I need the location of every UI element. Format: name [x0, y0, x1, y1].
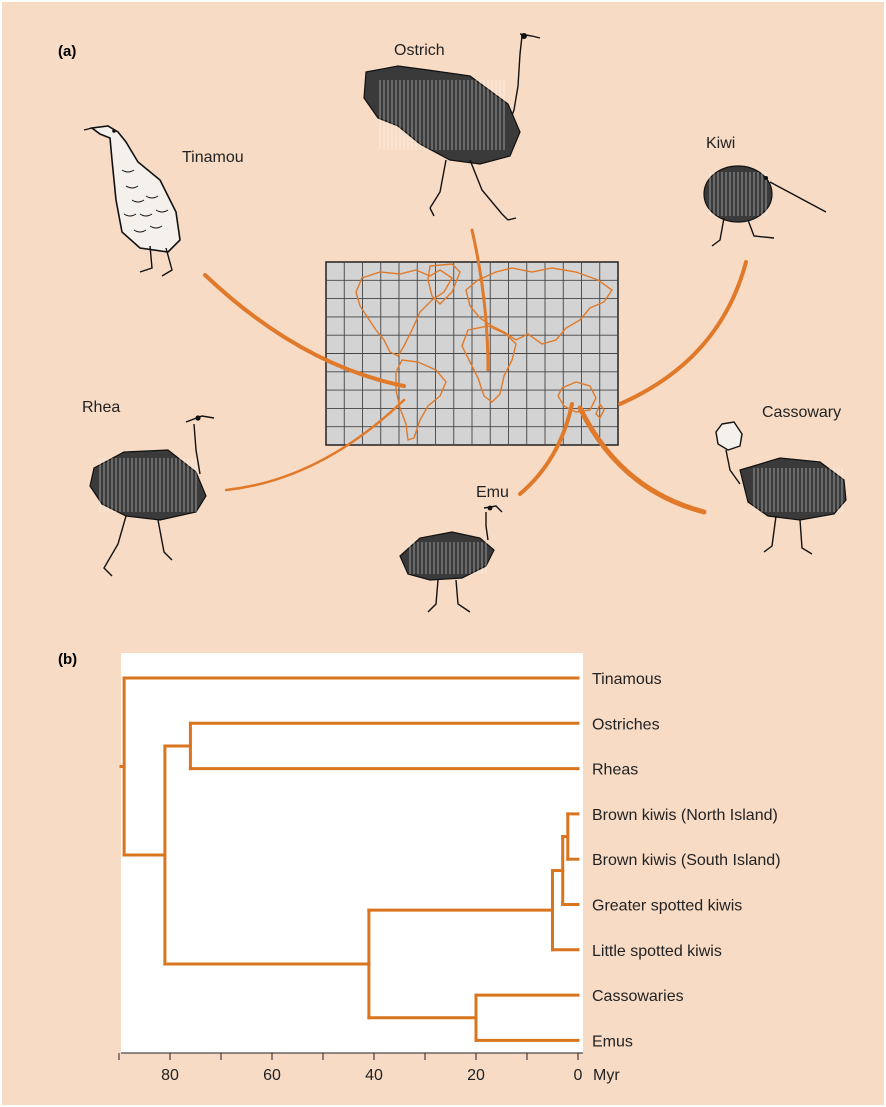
world-map	[326, 262, 618, 445]
axis-tick-label: 60	[263, 1067, 281, 1084]
taxon-label: Ostriches	[592, 716, 660, 733]
tree-panel	[121, 653, 583, 1053]
bird-label-cassowary: Cassowary	[762, 404, 841, 421]
axis-unit: Myr	[593, 1067, 620, 1084]
taxon-label: Brown kiwis (North Island)	[592, 807, 778, 824]
panel-b-letter: (b)	[58, 651, 77, 668]
taxon-label: Greater spotted kiwis	[592, 898, 742, 915]
axis-tick-label: 80	[161, 1067, 179, 1084]
axis-tick-label: 0	[574, 1067, 583, 1084]
taxon-label: Brown kiwis (South Island)	[592, 852, 781, 869]
bird-label-kiwi: Kiwi	[706, 135, 735, 152]
taxon-label: Cassowaries	[592, 988, 684, 1005]
panel-a-letter: (a)	[58, 43, 76, 60]
bird-label-ostrich: Ostrich	[394, 42, 445, 59]
taxon-label: Rheas	[592, 762, 638, 779]
taxon-label: Tinamous	[592, 671, 662, 688]
taxon-label: Emus	[592, 1033, 633, 1050]
bird-label-emu: Emu	[476, 484, 509, 501]
axis-tick-label: 20	[467, 1067, 485, 1084]
axis-tick-label: 40	[365, 1067, 383, 1084]
bird-label-rhea: Rhea	[82, 399, 120, 416]
taxon-label: Little spotted kiwis	[592, 943, 722, 960]
bird-label-tinamou: Tinamou	[182, 149, 244, 166]
